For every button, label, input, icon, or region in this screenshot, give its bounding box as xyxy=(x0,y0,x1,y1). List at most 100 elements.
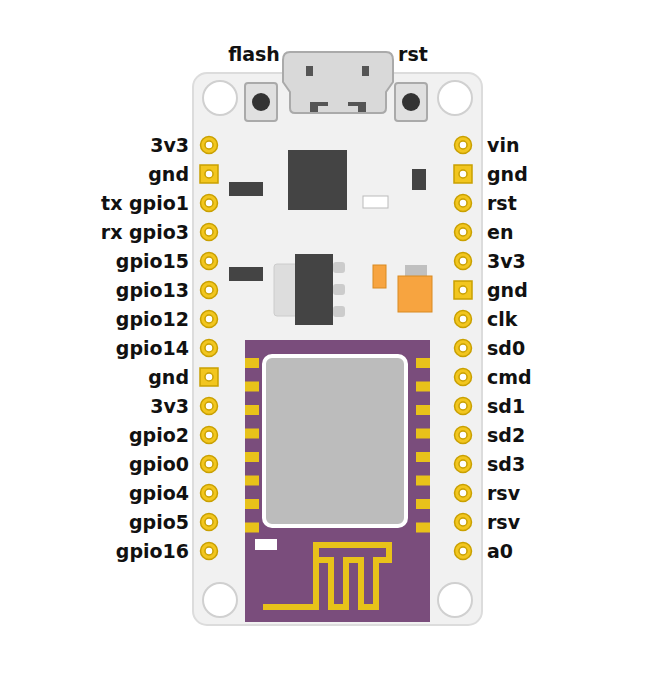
pin-label: vin xyxy=(487,134,519,156)
round-pad xyxy=(455,253,472,270)
castellation xyxy=(416,405,430,415)
pad-hole xyxy=(459,547,467,555)
round-pad xyxy=(455,398,472,415)
pin-label: sd3 xyxy=(487,453,525,475)
pad-hole xyxy=(459,199,467,207)
pad-hole xyxy=(205,431,213,439)
pin-label: rx gpio3 xyxy=(101,221,189,243)
round-pad xyxy=(455,514,472,531)
castellation xyxy=(245,382,259,392)
castellation xyxy=(416,452,430,462)
pin-label: sd0 xyxy=(487,337,525,359)
pin-label: gpio0 xyxy=(129,453,189,475)
square-pad xyxy=(200,165,218,183)
pin-label: 3v3 xyxy=(487,250,526,272)
pad-hole xyxy=(205,141,213,149)
pin-label: gnd xyxy=(148,366,189,388)
pad-hole xyxy=(205,315,213,323)
pin-label: gpio16 xyxy=(116,540,189,562)
pin-label: 3v3 xyxy=(150,134,189,156)
pad-hole xyxy=(205,547,213,555)
castellation xyxy=(245,499,259,509)
round-pad xyxy=(201,282,218,299)
castellation xyxy=(416,499,430,509)
pin-label: clk xyxy=(487,308,517,330)
round-pad xyxy=(201,311,218,328)
pad-hole xyxy=(205,170,213,178)
pin-label: en xyxy=(487,221,513,243)
castellation xyxy=(416,358,430,368)
pad-hole xyxy=(205,286,213,294)
castellation xyxy=(245,476,259,486)
pad-hole xyxy=(205,228,213,236)
pad-hole xyxy=(205,489,213,497)
castellation xyxy=(245,358,259,368)
pad-hole xyxy=(459,315,467,323)
round-pad xyxy=(201,340,218,357)
round-pad xyxy=(201,485,218,502)
pin-label: cmd xyxy=(487,366,532,388)
pad-hole xyxy=(459,373,467,381)
pin-label: rst xyxy=(487,192,517,214)
round-pad xyxy=(455,543,472,560)
round-pad xyxy=(201,137,218,154)
pad-hole xyxy=(459,228,467,236)
pin-label: a0 xyxy=(487,540,513,562)
round-pad xyxy=(201,427,218,444)
pad-hole xyxy=(459,489,467,497)
pin-pads xyxy=(200,137,472,560)
pin-label: sd2 xyxy=(487,424,525,446)
pad-hole xyxy=(205,402,213,410)
button-label: rst xyxy=(398,43,428,65)
button-label: flash xyxy=(228,43,280,65)
pad-hole xyxy=(205,460,213,468)
pad-hole xyxy=(205,344,213,352)
pad-hole xyxy=(459,141,467,149)
round-pad xyxy=(201,224,218,241)
pin-label: gpio4 xyxy=(129,482,189,504)
pad-hole xyxy=(459,402,467,410)
pin-label: rsv xyxy=(487,511,520,533)
board xyxy=(193,73,482,625)
pin-label: gnd xyxy=(148,163,189,185)
pin-label: gnd xyxy=(487,279,528,301)
pad-hole xyxy=(459,170,467,178)
pin-label: sd1 xyxy=(487,395,525,417)
pad-hole xyxy=(459,257,467,265)
round-pad xyxy=(455,456,472,473)
pad-hole xyxy=(205,199,213,207)
pin-label: gnd xyxy=(487,163,528,185)
round-pad xyxy=(455,427,472,444)
castellation xyxy=(416,523,430,533)
pin-label: 3v3 xyxy=(150,395,189,417)
pad-hole xyxy=(459,344,467,352)
castellation xyxy=(245,429,259,439)
usb-connector xyxy=(283,52,393,113)
pad-hole xyxy=(205,518,213,526)
round-pad xyxy=(201,514,218,531)
components xyxy=(229,150,432,325)
pin-label: gpio2 xyxy=(129,424,189,446)
castellation xyxy=(245,452,259,462)
round-pad xyxy=(201,543,218,560)
round-pad xyxy=(201,398,218,415)
round-pad xyxy=(201,253,218,270)
castellation xyxy=(245,405,259,415)
pin-label: gpio14 xyxy=(116,337,189,359)
buttons xyxy=(245,83,427,121)
esp-module xyxy=(245,340,430,622)
round-pad xyxy=(455,340,472,357)
castellation xyxy=(245,523,259,533)
round-pad xyxy=(455,195,472,212)
pin-label: gpio15 xyxy=(116,250,189,272)
pad-hole xyxy=(205,373,213,381)
pin-label: gpio5 xyxy=(129,511,189,533)
square-pad xyxy=(454,165,472,183)
castellation xyxy=(416,476,430,486)
pin-label: gpio12 xyxy=(116,308,189,330)
round-pad xyxy=(201,456,218,473)
square-pad xyxy=(454,281,472,299)
pin-label: rsv xyxy=(487,482,520,504)
round-pad xyxy=(455,137,472,154)
